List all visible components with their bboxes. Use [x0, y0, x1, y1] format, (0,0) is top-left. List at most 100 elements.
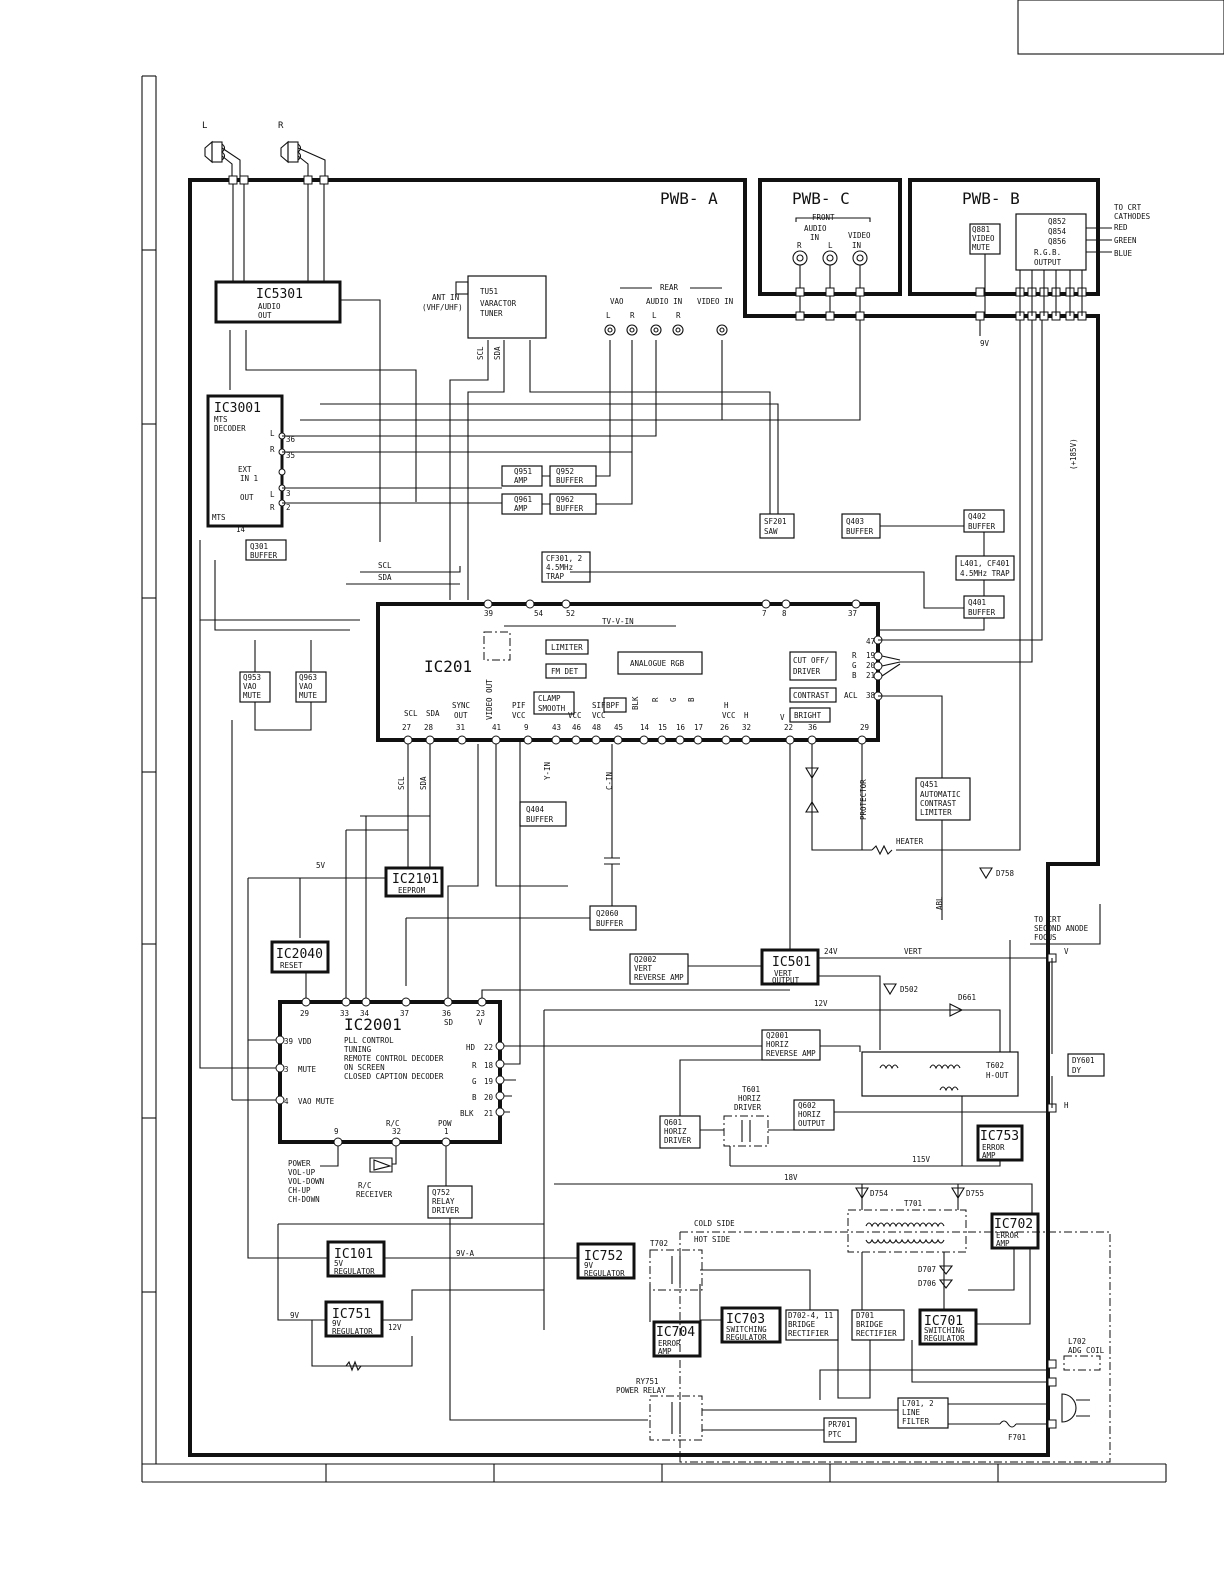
svg-text:POWER: POWER: [288, 1159, 311, 1168]
svg-text:V: V: [478, 1018, 483, 1027]
svg-text:L702: L702: [1068, 1337, 1086, 1346]
svg-text:MTS: MTS: [212, 513, 226, 522]
svg-text:32: 32: [742, 723, 751, 732]
svg-text:23: 23: [476, 1009, 485, 1018]
svg-text:ERROR: ERROR: [996, 1231, 1019, 1240]
t702-transformer: [649, 1249, 703, 1291]
svg-text:1: 1: [444, 1127, 449, 1136]
svg-text:43: 43: [552, 723, 561, 732]
svg-text:R: R: [676, 311, 681, 320]
svg-text:Q2060: Q2060: [596, 909, 619, 918]
fm-det-block: [545, 663, 587, 679]
pwb-a-outline: [188, 178, 1100, 1457]
svg-text:BUFFER: BUFFER: [556, 476, 584, 485]
svg-text:RECTIFIER: RECTIFIER: [856, 1329, 897, 1338]
svg-text:115V: 115V: [912, 1155, 931, 1164]
svg-text:5V: 5V: [316, 861, 326, 870]
svg-text:VAO MUTE: VAO MUTE: [298, 1097, 335, 1106]
q852-block: [1015, 213, 1087, 271]
svg-text:CUT OFF/: CUT OFF/: [793, 656, 829, 665]
l702-coil: [1063, 1355, 1101, 1371]
svg-text:FOCUS: FOCUS: [1034, 933, 1057, 942]
mts-wires: [282, 340, 657, 505]
svg-text:FILTER: FILTER: [902, 1417, 930, 1426]
d701-block: [851, 1309, 905, 1341]
svg-text:DECODER: DECODER: [214, 424, 246, 433]
speaker-right-icon: [280, 140, 302, 164]
svg-text:BUFFER: BUFFER: [968, 608, 996, 617]
svg-text:36: 36: [808, 723, 818, 732]
svg-text:CH-DOWN: CH-DOWN: [288, 1195, 320, 1204]
svg-text:GREEN: GREEN: [1114, 236, 1137, 245]
svg-text:CLAMP: CLAMP: [538, 694, 561, 703]
svg-text:R.G.B.: R.G.B.: [1034, 248, 1061, 257]
q953-block: [239, 671, 271, 703]
svg-text:HEATER: HEATER: [896, 837, 924, 846]
q881-block: [969, 223, 1001, 255]
svg-text:HOT SIDE: HOT SIDE: [694, 1235, 731, 1244]
svg-text:SF201: SF201: [764, 517, 787, 526]
t701-coil-icon: [865, 1222, 945, 1244]
svg-text:31: 31: [456, 723, 465, 732]
pwb-b-label: PWB- B: [962, 189, 1020, 208]
svg-text:36: 36: [286, 435, 296, 444]
svg-text:IC501: IC501: [772, 955, 811, 970]
svg-text:AUDIO IN: AUDIO IN: [646, 297, 682, 306]
svg-text:IN: IN: [810, 233, 819, 242]
svg-text:IC751: IC751: [332, 1307, 371, 1322]
svg-text:2: 2: [286, 503, 291, 512]
cutoff-driver-block: [789, 651, 837, 681]
svg-text:Q961: Q961: [514, 495, 532, 504]
svg-text:CLOSED CAPTION DECODER: CLOSED CAPTION DECODER: [344, 1072, 444, 1081]
svg-text:POWER RELAY: POWER RELAY: [616, 1386, 666, 1395]
svg-text:Q952: Q952: [556, 467, 574, 476]
svg-text:Q963: Q963: [299, 673, 317, 682]
svg-text:VCC: VCC: [568, 711, 582, 720]
q601-block: [659, 1115, 701, 1149]
video-switch: [483, 631, 511, 661]
svg-text:Q951: Q951: [514, 467, 532, 476]
svg-text:L: L: [606, 311, 611, 320]
svg-text:32: 32: [392, 1127, 401, 1136]
svg-text:MUTE: MUTE: [299, 691, 318, 700]
svg-text:HD: HD: [466, 1043, 476, 1052]
svg-text:Y-IN: Y-IN: [543, 762, 552, 780]
ac-plug-icon: [1061, 1393, 1090, 1423]
svg-text:D754: D754: [870, 1189, 889, 1198]
svg-text:BRIGHT: BRIGHT: [794, 711, 822, 720]
svg-text:CONTRAST: CONTRAST: [920, 799, 957, 808]
clamp-smooth-block: [533, 691, 575, 715]
svg-text:REGULATOR: REGULATOR: [584, 1269, 625, 1278]
svg-text:SCL: SCL: [397, 776, 406, 790]
svg-text:18: 18: [484, 1061, 494, 1070]
svg-text:BUFFER: BUFFER: [526, 815, 554, 824]
svg-text:Q451: Q451: [920, 780, 938, 789]
svg-text:Q854: Q854: [1048, 227, 1067, 236]
svg-text:34: 34: [360, 1009, 370, 1018]
t602-block: [861, 1051, 1019, 1097]
svg-text:24V: 24V: [824, 947, 838, 956]
svg-text:9V: 9V: [584, 1261, 594, 1270]
svg-text:PIF: PIF: [512, 701, 526, 710]
svg-text:Q404: Q404: [526, 805, 545, 814]
svg-text:SCL: SCL: [476, 346, 485, 360]
svg-text:12V: 12V: [814, 999, 828, 1008]
svg-text:SD: SD: [444, 1018, 454, 1027]
svg-text:R: R: [630, 311, 635, 320]
svg-text:R/C: R/C: [386, 1119, 400, 1128]
speaker-left-label: L: [202, 121, 207, 131]
svg-text:T601: T601: [742, 1085, 760, 1094]
svg-text:Q752: Q752: [432, 1188, 450, 1197]
q2002-block: [629, 953, 689, 985]
svg-text:R: R: [270, 445, 275, 454]
svg-text:L: L: [270, 490, 275, 499]
svg-text:CF301, 2: CF301, 2: [546, 554, 582, 563]
svg-text:29: 29: [300, 1009, 309, 1018]
svg-text:39: 39: [284, 1037, 293, 1046]
d758-icon: [979, 867, 993, 880]
ic5301-name: IC5301: [256, 287, 303, 302]
svg-text:IC201: IC201: [424, 657, 472, 676]
svg-text:Q962: Q962: [556, 495, 574, 504]
svg-text:IC704: IC704: [656, 1325, 695, 1340]
svg-text:Q403: Q403: [846, 517, 864, 526]
